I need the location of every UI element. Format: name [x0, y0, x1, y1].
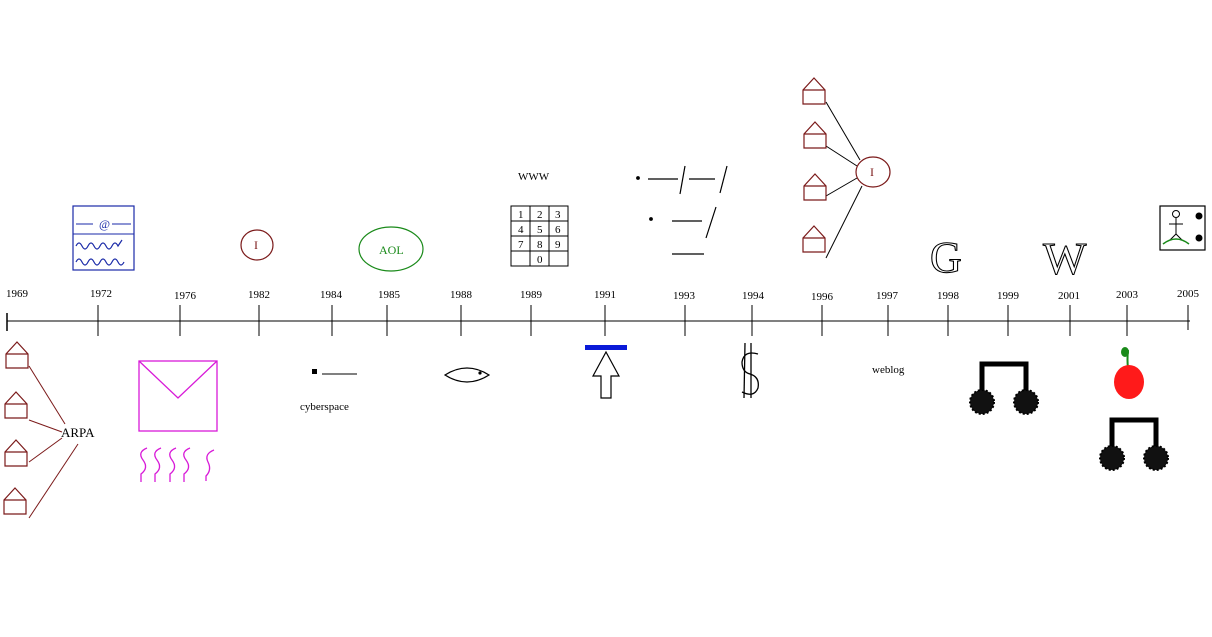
- dollar-icon: [741, 342, 759, 399]
- keypad-key: 7: [518, 239, 524, 251]
- dot-dash-icon: cyberspace: [300, 369, 357, 413]
- keypad-key: 4: [518, 224, 524, 236]
- keypad-key: 5: [537, 224, 543, 236]
- keypad-key: 1: [518, 209, 524, 221]
- wiki-letter: W: [1043, 233, 1087, 284]
- year-label: 1991: [594, 289, 616, 301]
- google-letter: G: [930, 233, 962, 282]
- keypad-key: 3: [555, 209, 561, 221]
- aol-label: AOL: [379, 243, 404, 257]
- email-window-icon: @: [72, 205, 135, 271]
- weblog-label: weblog: [872, 364, 905, 376]
- headphones-icon: [1100, 420, 1168, 470]
- keypad-key: 9: [555, 239, 561, 251]
- envelope-icon: [138, 360, 218, 482]
- year-ticks: [97, 305, 1189, 336]
- house-network-icon: I: [802, 77, 891, 259]
- year-label: 1999: [997, 290, 1020, 302]
- year-label: 1998: [937, 290, 960, 302]
- year-label: 1997: [876, 290, 899, 302]
- aol-oval-icon: AOL: [358, 226, 424, 272]
- year-label: 1988: [450, 289, 473, 301]
- www-label: WWW: [518, 171, 550, 183]
- at-sign-label: @: [99, 217, 110, 231]
- year-label: 2003: [1116, 289, 1139, 301]
- mouse-fish-icon: [443, 367, 491, 383]
- year-label: 1984: [320, 289, 343, 301]
- internet-circle-icon: I: [240, 229, 274, 261]
- year-labels: 1969 1972 1976 1982 1984 1985 1988 1989 …: [6, 288, 1200, 303]
- internet-1982-label: I: [254, 238, 258, 252]
- upload-arrow-icon: [585, 345, 627, 399]
- apple-icon: [1114, 347, 1144, 399]
- year-label: 1993: [673, 290, 696, 302]
- internet-1996-label: I: [870, 165, 874, 179]
- house-network-icon: ARPA: [3, 341, 95, 519]
- keypad-icon: WWW 1 2 3 4 5 6 7 8 9 0: [510, 171, 569, 267]
- year-label: 1996: [811, 291, 834, 303]
- year-label: 1985: [378, 289, 401, 301]
- year-label: 1972: [90, 288, 112, 300]
- cyberspace-label: cyberspace: [300, 401, 349, 413]
- stick-figure-icon: [1159, 205, 1206, 251]
- keypad-key: 6: [555, 224, 561, 236]
- morse-slash-icon: [636, 165, 728, 255]
- year-label: 1976: [174, 290, 197, 302]
- keypad-key: 0: [537, 254, 543, 266]
- keypad-key: 2: [537, 209, 543, 221]
- keypad-key: 8: [537, 239, 543, 251]
- year-label: 2001: [1058, 290, 1080, 302]
- year-label: 2005: [1177, 288, 1200, 300]
- year-label: 1969: [6, 288, 29, 300]
- headphones-icon: [970, 364, 1038, 414]
- year-label: 1982: [248, 289, 270, 301]
- year-label: 1989: [520, 289, 543, 301]
- year-label: 1994: [742, 290, 765, 302]
- arpa-label: ARPA: [61, 425, 95, 440]
